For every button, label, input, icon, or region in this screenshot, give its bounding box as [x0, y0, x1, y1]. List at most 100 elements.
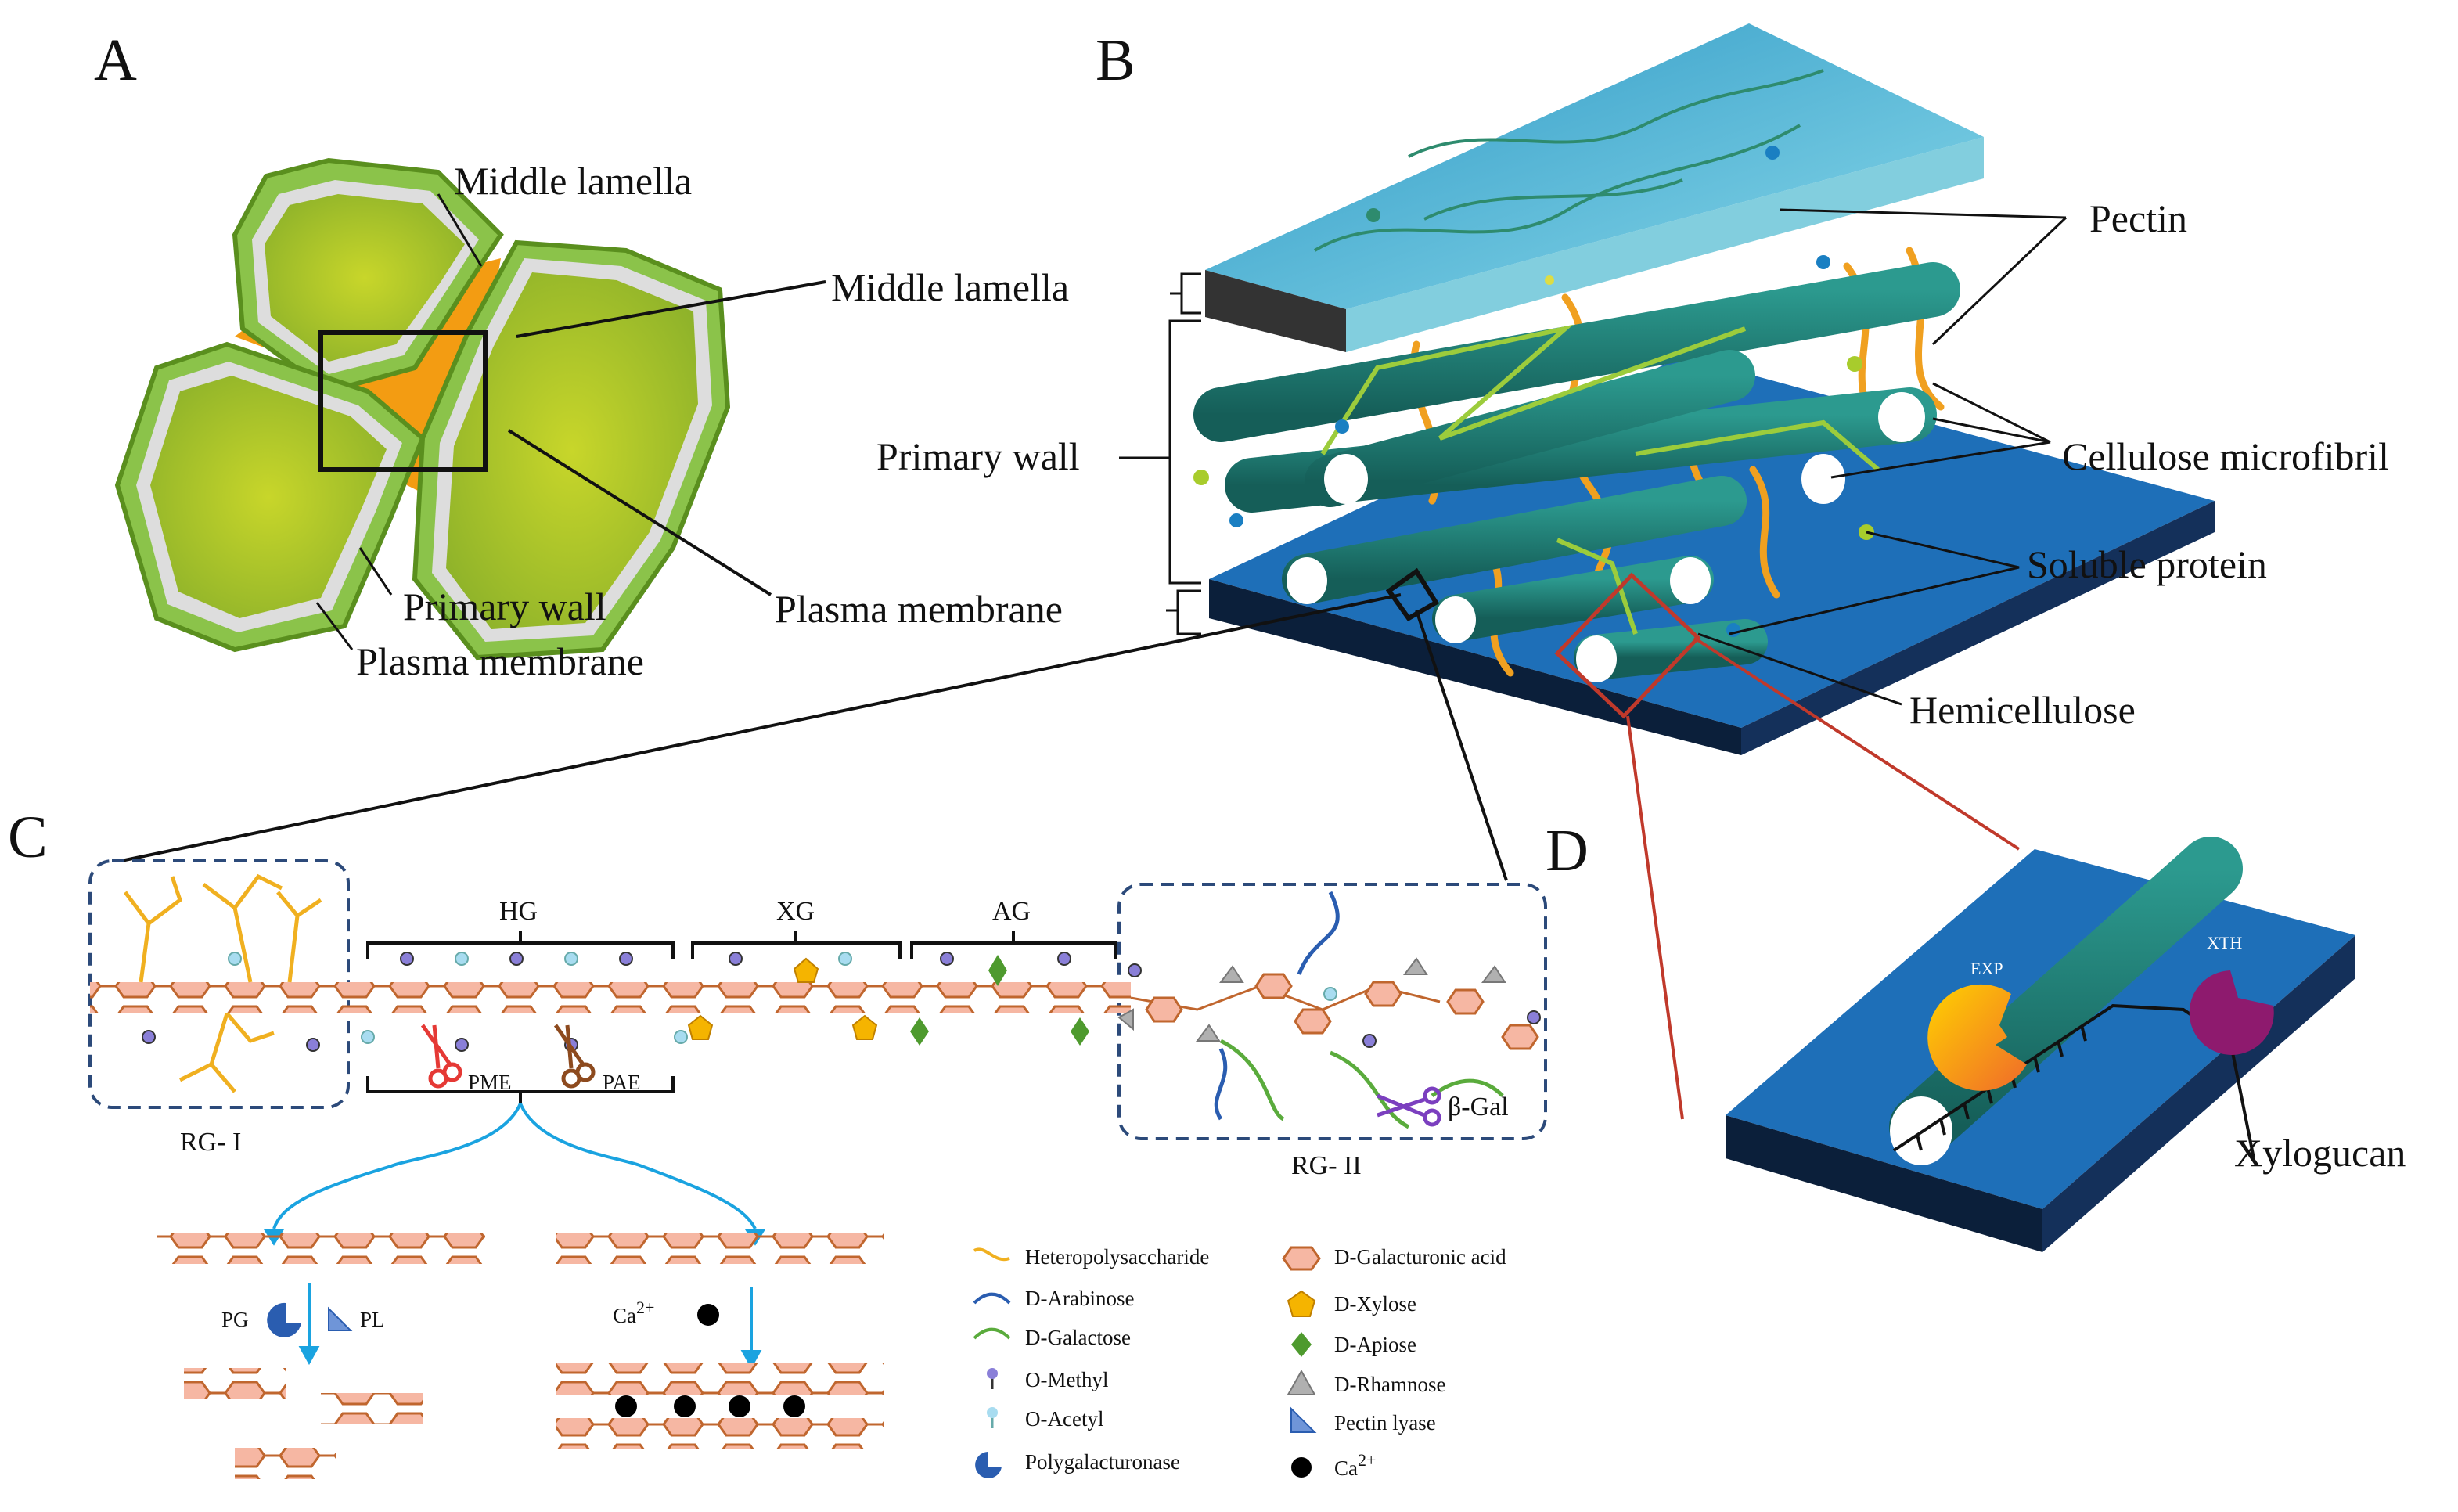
o-methyl-groups: [142, 952, 1541, 1052]
label-plasma-membrane-b: Plasma membrane: [775, 587, 1063, 631]
panel-label-a: A: [94, 27, 137, 93]
legend-icon-galacturonic-acid: [1282, 1246, 1321, 1271]
legend-icon-xylose: [1287, 1290, 1316, 1317]
label-primary-wall-a: Primary wall: [403, 585, 606, 628]
d-xylose-groups: [687, 957, 878, 1040]
legend-heteropolysaccharide: Heteropolysaccharide: [1025, 1245, 1209, 1269]
label-hemicellulose: Hemicellulose: [1909, 688, 2136, 732]
legend-d-arabinose: D-Arabinose: [1025, 1287, 1134, 1310]
legend-icon-o-acetyl: [987, 1407, 998, 1418]
cell-top: [232, 157, 504, 394]
fragment-2: [321, 1393, 423, 1424]
legend-pectin-lyase: Pectin lyase: [1334, 1411, 1436, 1435]
chain-ca-bottom: [556, 1418, 884, 1449]
fragment-1: [184, 1368, 286, 1399]
ca-reaction-icon: [697, 1304, 719, 1326]
legend-d-galacturonic-acid: D-Galacturonic acid: [1334, 1245, 1506, 1269]
label-pectin: Pectin: [2089, 196, 2187, 240]
panel-b: B: [121, 23, 2389, 1120]
rg2-chain: [1117, 891, 1539, 1129]
leader-plasma-b: [507, 429, 772, 596]
o-acetyl-groups: [228, 952, 1337, 1044]
cell-right: [412, 239, 731, 661]
leader-to-c-left: [121, 593, 1402, 862]
pg-icon: [267, 1302, 301, 1337]
panel-label-c: C: [8, 805, 48, 870]
label-middle-lamella-a: Middle lamella: [454, 159, 692, 203]
label-pl: PL: [360, 1308, 385, 1331]
label-hg: HG: [499, 897, 538, 926]
legend-icon-apiose: [1291, 1332, 1312, 1357]
label-pae: PAE: [603, 1071, 641, 1094]
label-beta-gal: β-Gal: [1448, 1093, 1509, 1121]
label-cellulose-microfibril: Cellulose microfibril: [2062, 434, 2389, 478]
label-ca-reaction: Ca2+: [613, 1298, 654, 1327]
region-brackets: [366, 931, 1117, 1103]
fragment-3: [235, 1448, 336, 1479]
legend: Heteropolysaccharide D-Arabinose D-Galac…: [973, 1245, 1506, 1480]
legend-d-galactose: D-Galactose: [1025, 1326, 1131, 1349]
label-plasma-membrane-a: Plasma membrane: [356, 639, 644, 683]
pl-icon: [328, 1306, 353, 1331]
panel-a: A Middle lamella Primary wall: [94, 27, 826, 683]
legend-d-rhamnose: D-Rhamnose: [1334, 1373, 1445, 1396]
chain-right-top: [556, 1233, 884, 1264]
label-xth: XTH: [2207, 933, 2242, 952]
legend-icon-galactose: [973, 1327, 1011, 1340]
hemicellulose-strands: [1320, 324, 1880, 635]
leader-middle-lamella-a: [437, 193, 483, 267]
leaders-b-right: [1697, 208, 2068, 706]
soluble-proteins: [1193, 146, 1874, 637]
d-apiose-groups: [910, 955, 1089, 1046]
rg1-heteropolysaccharides: [124, 873, 322, 1093]
pme-scissors: [420, 1024, 462, 1089]
leader-to-c-right: [1415, 610, 1508, 881]
ca-ions: [615, 1395, 805, 1417]
legend-icon-o-methyl: [987, 1368, 998, 1379]
legend-icon-pectin-lyase: [1290, 1406, 1317, 1433]
label-rg1: RG- I: [180, 1128, 241, 1157]
label-primary-wall-b: Primary wall: [876, 434, 1080, 478]
label-xg: XG: [776, 897, 815, 926]
exp-enzyme: [1927, 984, 2027, 1091]
panel-d: D EXP XTH Xylogucan: [1546, 818, 2406, 1252]
leader-to-d-right: [1693, 636, 2021, 851]
xth-enzyme: [2189, 970, 2274, 1055]
legend-icon-ca: [1291, 1457, 1312, 1478]
backbone-chain: [90, 982, 1131, 1013]
label-soluble-protein: Soluble protein: [2027, 542, 2267, 586]
label-exp: EXP: [1970, 959, 2003, 978]
panel-label-d: D: [1546, 818, 1589, 884]
leader-to-d-left: [1626, 715, 1684, 1120]
legend-icon-heteropolysaccharide: [973, 1247, 1010, 1262]
label-pg: PG: [221, 1308, 249, 1331]
chain-left-top: [157, 1233, 485, 1264]
legend-icon-polygalacturonase: [975, 1452, 1002, 1478]
cell-left: [114, 341, 426, 653]
chain-ca-top: [556, 1363, 884, 1395]
leader-plasma-a: [315, 602, 354, 650]
beta-gal-scissors: [1377, 1086, 1441, 1127]
legend-d-apiose: D-Apiose: [1334, 1333, 1416, 1356]
label-xylogucan: Xylogucan: [2234, 1131, 2406, 1175]
leader-zoom-b: [516, 280, 826, 338]
legend-d-xylose: D-Xylose: [1334, 1292, 1416, 1316]
legend-icon-rhamnose: [1287, 1369, 1316, 1395]
zoom-box-a: [318, 330, 488, 472]
leader-primary-wall-a: [358, 547, 393, 596]
panel-label-b: B: [1096, 27, 1135, 93]
label-ag: AG: [992, 897, 1031, 926]
layer-brackets: [1119, 272, 1201, 635]
panel-c: C RG- I RG- II HG XG AG: [8, 805, 1547, 1479]
legend-ca: Ca2+: [1334, 1450, 1376, 1480]
label-pme: PME: [468, 1071, 512, 1094]
label-rg2: RG- II: [1291, 1151, 1362, 1180]
legend-icon-arabinose: [973, 1292, 1011, 1305]
label-middle-lamella-b: Middle lamella: [831, 265, 1069, 309]
legend-o-methyl: O-Methyl: [1025, 1368, 1108, 1391]
legend-polygalacturonase: Polygalacturonase: [1025, 1450, 1180, 1474]
pae-scissors: [553, 1024, 596, 1089]
cellulose-microfibrils: [1193, 262, 1960, 682]
legend-o-acetyl: O-Acetyl: [1025, 1407, 1103, 1431]
